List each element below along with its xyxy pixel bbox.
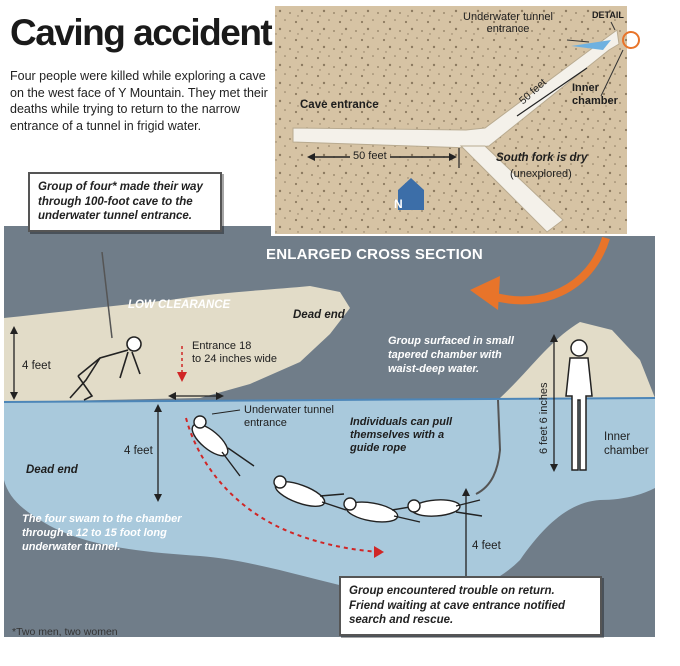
dead-end-top-label: Dead end [293,309,345,321]
depth-4ft-label: 4 feet [124,445,153,457]
trouble-callout: Group encountered trouble on return. Fri… [339,576,602,636]
low-clearance-label: LOW CLEARANCE [128,299,230,311]
group-callout-pointer [92,252,122,342]
height-4ft-left: 4 feet [22,360,51,372]
guide-rope-label: Individuals can pull themselves with a g… [350,416,470,455]
entrance-width-label: Entrance 18 to 24 inches wide [192,340,277,366]
dead-end-bottom-label: Dead end [26,464,78,476]
height-6ft6-label: 6 feet 6 inches [538,382,550,454]
entrance-width-line-2: to 24 inches wide [192,353,277,366]
inner-chamber-label: Inner chamber [604,430,664,458]
group-callout: Group of four* made their way through 10… [28,172,222,232]
underwater-tunnel-label: Underwater tunnel entrance [244,404,334,430]
swam-label: The four swam to the chamber through a 1… [22,512,206,554]
entrance-width-line-1: Entrance 18 [192,340,277,353]
depth-4ft-right-label: 4 feet [472,540,501,552]
surfaced-label: Group surfaced in small tapered chamber … [388,334,523,376]
cross-section-title: ENLARGED CROSS SECTION [266,246,483,263]
footnote: *Two men, two women [12,626,118,638]
